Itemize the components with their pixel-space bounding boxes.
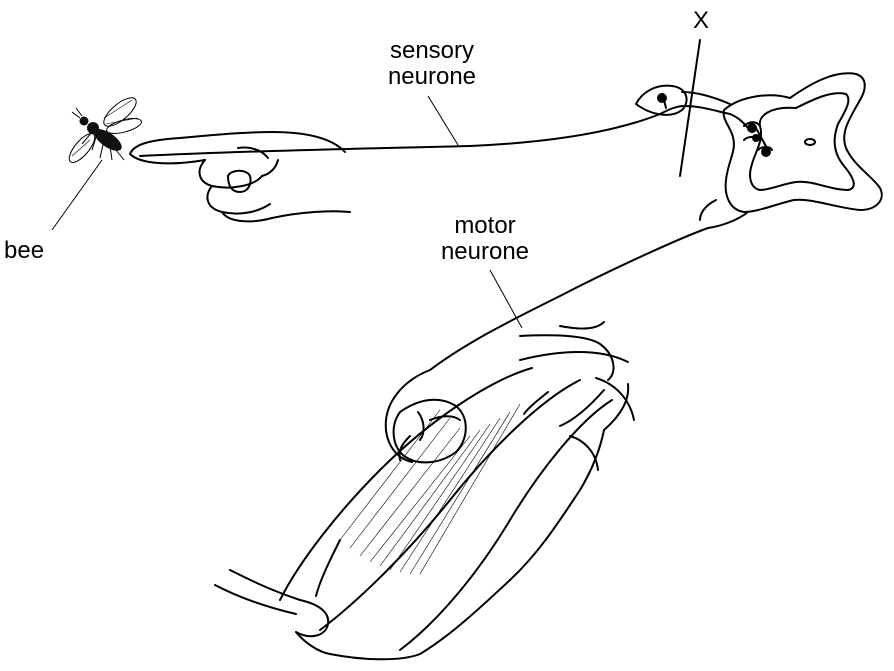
spinal-cord-section	[724, 73, 882, 212]
sensory-neurone-label-line1: sensory	[362, 38, 502, 64]
sensory-neurone	[140, 96, 748, 156]
x-marker-label: X	[686, 8, 716, 34]
hand-drawing	[130, 132, 350, 221]
sensory-neurone-label-line2: neurone	[362, 64, 502, 90]
motor-neurone-label: motor neurone	[420, 213, 550, 265]
motor-label-leader	[490, 270, 522, 328]
bee-label-leader	[52, 160, 102, 230]
sensory-neurone-label: sensory neurone	[362, 38, 502, 90]
motor-neurone-label-line1: motor	[420, 213, 550, 239]
bee-drawing	[52, 93, 143, 230]
arm-muscle-drawing	[215, 322, 634, 659]
sensory-label-leader	[428, 96, 458, 145]
bee-label: bee	[4, 238, 64, 264]
motor-neurone-label-line2: neurone	[420, 239, 550, 265]
